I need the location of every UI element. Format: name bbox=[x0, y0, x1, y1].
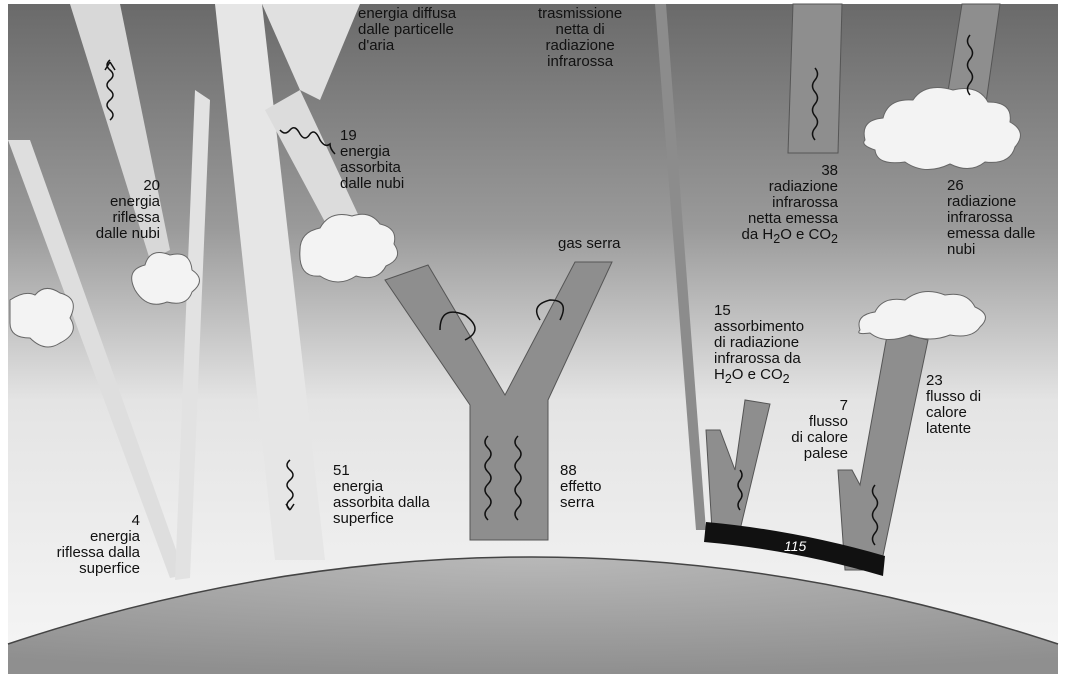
label-surface-emission: 115 bbox=[784, 538, 806, 554]
label-greenhouse-gas: gas serra bbox=[558, 236, 621, 252]
net-ir-band bbox=[788, 4, 842, 153]
